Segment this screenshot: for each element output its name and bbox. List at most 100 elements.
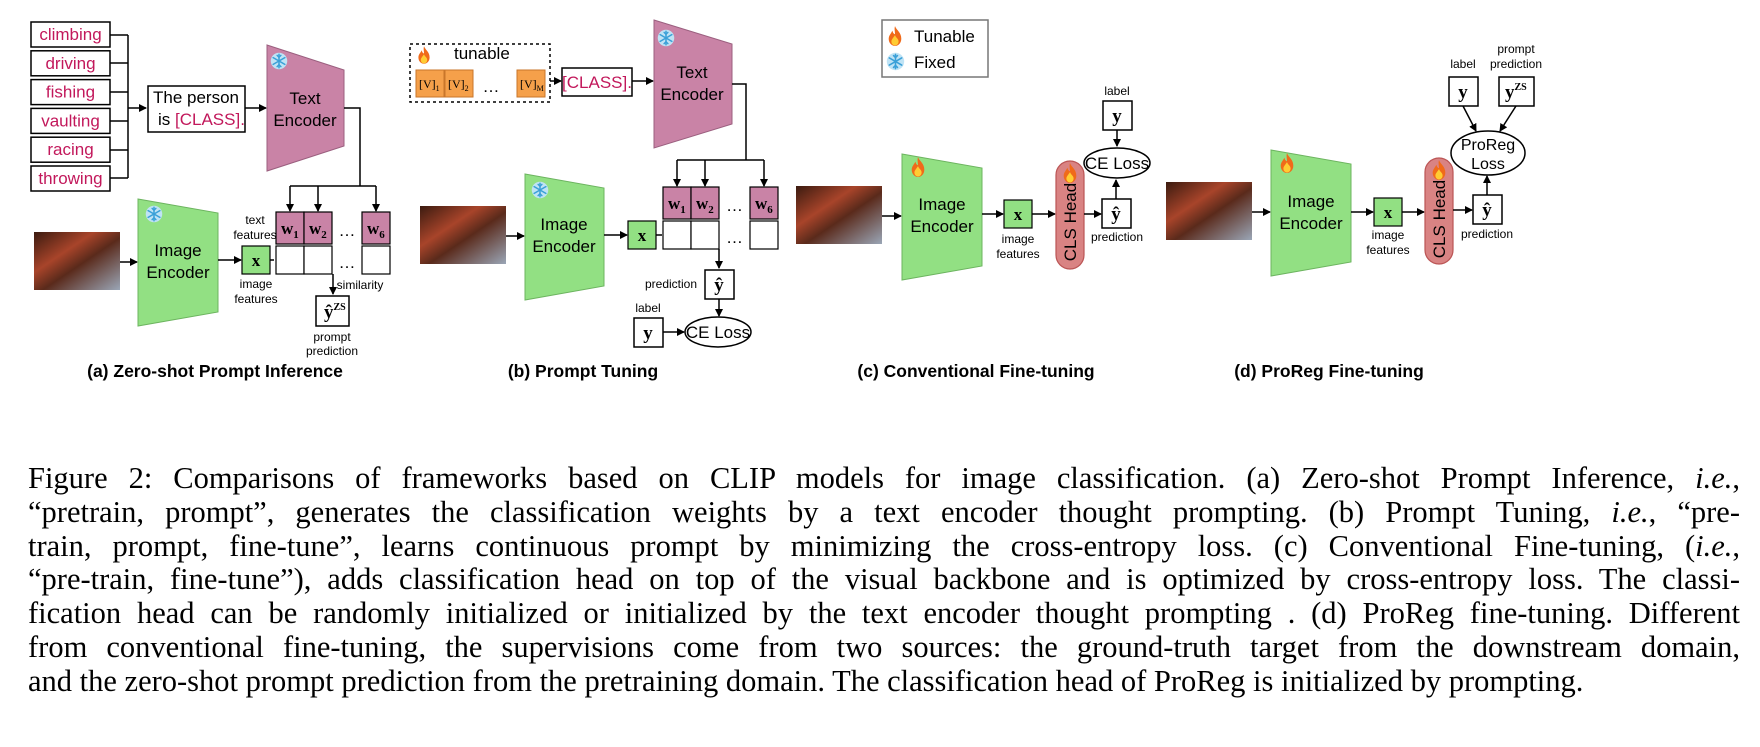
weight-cell: [275, 211, 305, 245]
cls-head-c-label: CLS Head: [1061, 183, 1080, 261]
context-token: [415, 69, 445, 98]
weight-ellipsis: …: [339, 221, 356, 240]
image-features-label-a-2: features: [234, 292, 277, 306]
ce-loss-c: [1083, 147, 1151, 179]
image-feature-x-d: x: [1384, 203, 1393, 222]
prediction-box-b: [704, 269, 735, 300]
snowflake-icon: [145, 205, 163, 223]
image-encoder-a-line1: Image: [154, 241, 201, 260]
weight-cell: [690, 186, 720, 220]
action-box: [30, 50, 111, 77]
action-bracket: [110, 34, 147, 179]
image-feature-box-d: [1373, 197, 1403, 227]
image-feature-box-b: [627, 220, 657, 250]
proreg-loss-line2: Loss: [1471, 156, 1505, 173]
text-features-label-1: text: [245, 213, 265, 227]
prediction-box-c: [1101, 198, 1132, 229]
context-ellipsis: …: [483, 77, 500, 96]
prediction-symbol-b: ŷ: [714, 275, 724, 296]
similarity-ellipsis: …: [726, 228, 743, 247]
class-token-box: [561, 67, 633, 97]
image-encoder-b-line2: Encoder: [532, 237, 596, 256]
action-label: climbing: [39, 25, 101, 44]
snowflake-icon: [657, 29, 675, 47]
cls-head-d: [1424, 157, 1454, 265]
image-features-label-c-1: image: [1002, 232, 1035, 246]
weight-cell: [303, 211, 333, 245]
prompt-prediction-label-a-2: prediction: [306, 344, 358, 358]
label-box-c: [1102, 100, 1133, 131]
context-token-label: [V]1: [419, 77, 440, 93]
input-image-d: [1166, 182, 1252, 240]
image-feature-x-a: x: [252, 251, 261, 270]
caption-line: “pre-train, fine-tune”), adds classifica…: [28, 562, 1740, 597]
panel-c: Image Encoder x image features CLS Head …: [796, 84, 1151, 381]
input-image-a: [34, 232, 120, 290]
weight-cells-a: w1 w2 w6 … …: [275, 211, 391, 275]
text-encoder-b-line1: Text: [676, 63, 707, 82]
text-encoder-b-line2: Encoder: [660, 85, 724, 104]
action-label: fishing: [46, 83, 95, 102]
prompt-template-line2: is [CLASS].: [158, 110, 245, 129]
input-image-b: [420, 206, 506, 264]
prompt-template-box: [147, 85, 246, 133]
cls-head-c: [1055, 160, 1085, 270]
action-box: [30, 165, 111, 192]
image-encoder-d: [1270, 149, 1352, 277]
image-encoder-d-line2: Encoder: [1279, 214, 1343, 233]
panel-b-caption: (b) Prompt Tuning: [508, 361, 658, 381]
image-features-label-c-2: features: [996, 247, 1039, 261]
label-symbol-c: y: [1112, 106, 1122, 127]
action-label: driving: [45, 54, 95, 73]
text-encoder-b: [653, 19, 733, 149]
weight-label: w1: [281, 219, 299, 241]
input-image-c: [796, 186, 882, 244]
image-encoder-b-line1: Image: [540, 215, 587, 234]
weight-cell: [662, 186, 692, 220]
prompt-template-line1: The person: [153, 88, 239, 107]
prompt-prediction-label-d-2: prediction: [1490, 57, 1542, 71]
prediction-symbol-c: ŷ: [1111, 204, 1121, 225]
context-token-label: [V]M: [520, 77, 544, 93]
proreg-loss: [1450, 130, 1526, 176]
context-token: [444, 69, 474, 98]
similarity-cell: [303, 245, 333, 275]
legend: Tunable Fixed: [881, 19, 989, 78]
similarity-cell: [749, 220, 779, 250]
image-encoder-a-line2: Encoder: [146, 263, 210, 282]
framework-diagram: Tunable Fixed climbing driving fishing vaul…: [30, 19, 1542, 381]
panel-a: climbingdrivingfishingvaultingracingthro…: [30, 21, 391, 381]
action-label: throwing: [38, 169, 102, 188]
panel-d: Image Encoder x image features CLS Head …: [1166, 42, 1542, 381]
legend-fixed-label: Fixed: [914, 53, 956, 72]
prediction-label-d: prediction: [1461, 227, 1513, 241]
weight-ellipsis: …: [726, 196, 743, 215]
proreg-loss-line1: ProReg: [1461, 137, 1515, 154]
prediction-label-b: prediction: [645, 277, 697, 291]
zero-shot-prediction-box: [315, 295, 350, 327]
tunable-context-label: tunable: [454, 44, 510, 63]
caption-line: from conventional fine-tuning, the super…: [28, 629, 1740, 664]
action-box: [30, 107, 111, 135]
action-label: vaulting: [41, 111, 100, 130]
zero-shot-box-d: [1498, 76, 1535, 107]
image-encoder-d-line1: Image: [1287, 192, 1334, 211]
image-encoder-a: [137, 198, 219, 327]
image-encoder-c: [901, 153, 983, 281]
ce-loss-c-label: CE Loss: [1085, 154, 1149, 173]
image-features-label-a-1: image: [240, 277, 273, 291]
image-feature-x-c: x: [1014, 205, 1023, 224]
class-token-text: [CLASS].: [562, 73, 632, 92]
action-box: [30, 21, 111, 48]
weight-cell: [361, 211, 391, 245]
image-encoder-c-line1: Image: [918, 195, 965, 214]
weight-label: w6: [367, 219, 385, 241]
text-encoder-a-line2: Encoder: [273, 111, 337, 130]
zero-shot-symbol-d: yZS: [1505, 82, 1527, 103]
similarity-ellipsis: …: [339, 253, 356, 272]
prompt-prediction-label-d-1: prompt: [1497, 42, 1535, 56]
label-caption-c: label: [1104, 84, 1129, 98]
context-tokens: [V]1[V]2[V]M: [415, 69, 546, 98]
weight-label: w2: [309, 219, 327, 241]
